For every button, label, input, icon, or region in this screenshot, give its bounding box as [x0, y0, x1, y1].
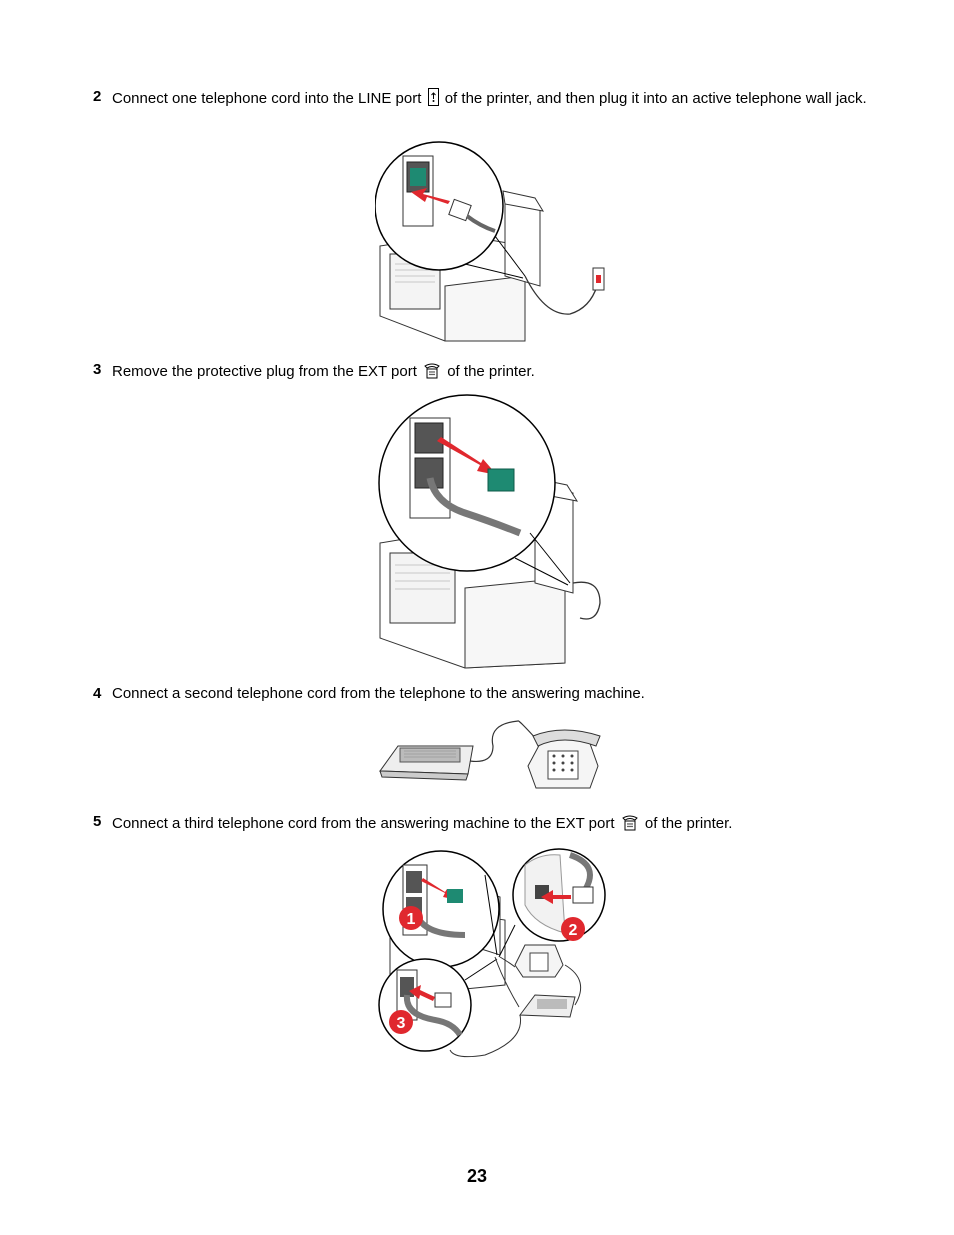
step-text-before: Remove the protective plug from the EXT … — [112, 363, 417, 380]
step-text-after: of the printer. — [644, 815, 733, 832]
ext-port-icon — [424, 363, 440, 379]
step-text: Connect a third telephone cord from the … — [112, 813, 872, 833]
step-text: Connect one telephone cord into the LINE… — [112, 88, 872, 108]
page-number: 23 — [466, 1166, 488, 1186]
ext-port-icon — [621, 815, 638, 831]
callout-2: 2 — [561, 917, 585, 941]
callout-3: 3 — [389, 1010, 413, 1034]
step-text-before: Connect a third telephone cord from the … — [112, 815, 615, 832]
step-text: Connect a second telephone cord from the… — [112, 685, 645, 702]
step-number: 2 — [93, 88, 102, 105]
answering-machine-to-ext-figure: 1 2 3 — [378, 848, 606, 1058]
line-port-connection-figure — [375, 141, 605, 342]
step-text: Remove the protective plug from the EXT … — [112, 361, 872, 381]
svg-text:1: 1 — [407, 911, 416, 928]
step-text-after: of the printer. — [447, 363, 535, 380]
ext-plug-removal-figure — [378, 394, 601, 669]
step-number: 5 — [93, 813, 102, 830]
step-text-before: Connect one telephone cord into the LINE… — [112, 90, 422, 107]
step-number: 3 — [93, 361, 102, 378]
callout-1: 1 — [399, 906, 423, 930]
step-number: 4 — [93, 685, 102, 702]
svg-text:3: 3 — [397, 1015, 406, 1032]
line-port-icon — [427, 88, 439, 106]
step-text-after: of the printer, and then plug it into an… — [444, 90, 867, 107]
svg-text:2: 2 — [569, 922, 578, 939]
phone-to-answering-machine-figure — [379, 720, 601, 789]
